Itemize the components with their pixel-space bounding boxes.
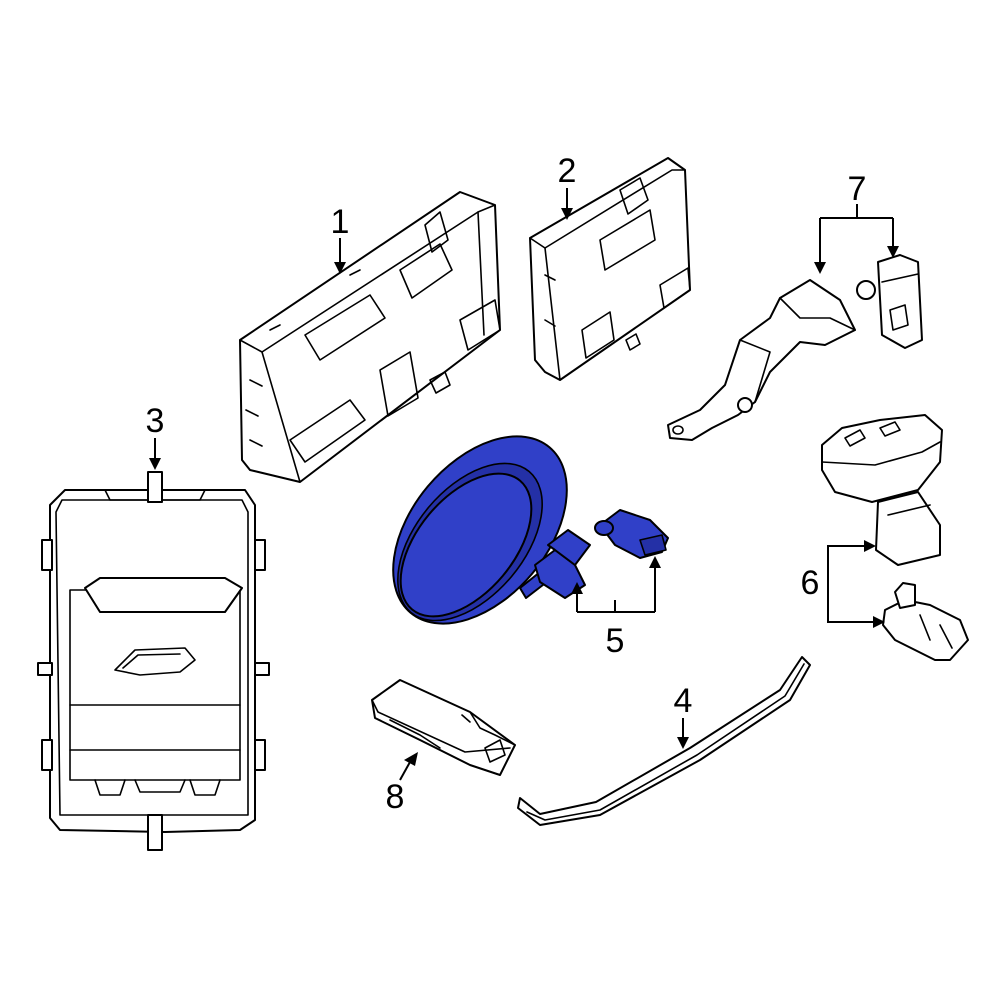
part-8-small-module[interactable] bbox=[371, 679, 516, 776]
callout-1: 1 bbox=[331, 203, 350, 241]
part-7-bracket-sensor[interactable] bbox=[667, 254, 923, 441]
callout-8: 8 bbox=[386, 778, 405, 816]
part-6-sensor-bracket[interactable] bbox=[821, 414, 969, 661]
part-3-module-tray[interactable] bbox=[37, 471, 270, 851]
callout-6: 6 bbox=[801, 564, 820, 602]
callout-2: 2 bbox=[558, 152, 577, 190]
callout-7: 7 bbox=[848, 170, 867, 208]
callout-3: 3 bbox=[146, 402, 165, 440]
part-1-control-module[interactable] bbox=[239, 191, 501, 483]
callout-5: 5 bbox=[606, 622, 625, 660]
callout-4: 4 bbox=[674, 682, 693, 720]
part-4-antenna-strip[interactable] bbox=[517, 656, 811, 826]
part-5-receiver-antenna[interactable] bbox=[358, 404, 669, 657]
callout-labels: 1 2 3 4 5 6 7 8 bbox=[146, 152, 867, 816]
leader-lines bbox=[149, 188, 899, 781]
part-2-control-module[interactable] bbox=[529, 157, 691, 381]
